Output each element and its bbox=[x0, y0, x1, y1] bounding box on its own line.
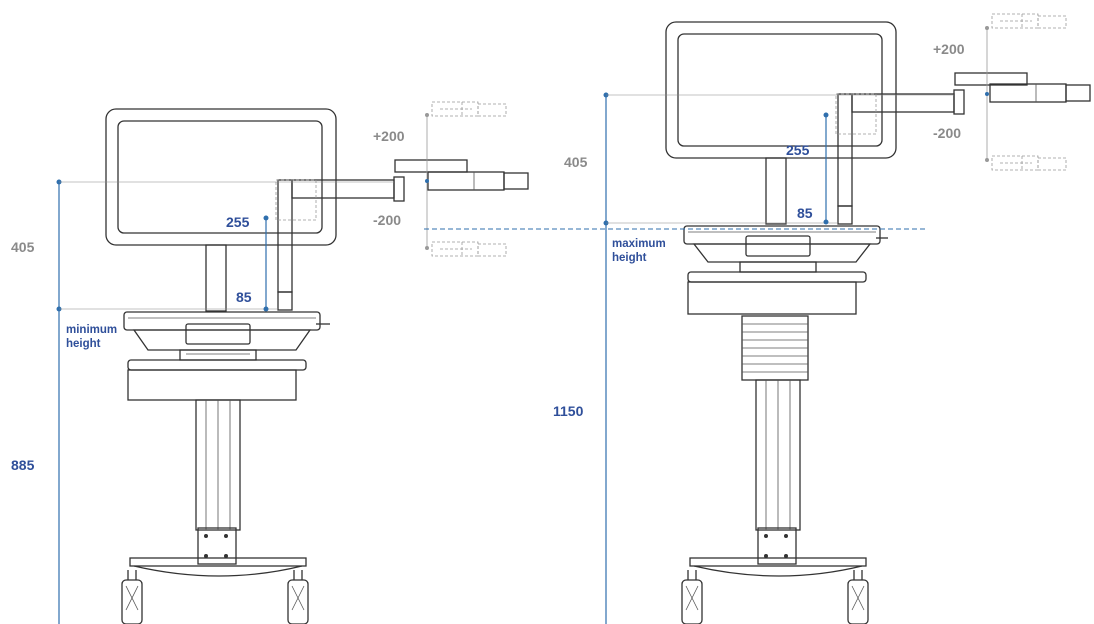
left-label-line2: height bbox=[66, 338, 101, 350]
right-offset-minus: -200 bbox=[933, 125, 961, 141]
left-label-line1: minimum bbox=[66, 324, 117, 336]
left-monitor-bezel bbox=[105, 108, 337, 246]
right-base bbox=[689, 557, 867, 567]
right-ghost-arm-lower bbox=[991, 155, 1067, 171]
left-arm-tray bbox=[394, 159, 468, 173]
left-offset-plus: +200 bbox=[373, 128, 405, 144]
left-dim-405: 405 bbox=[11, 239, 35, 255]
right-cart bbox=[603, 13, 1091, 624]
left-basket bbox=[127, 369, 297, 401]
left-arm-pole bbox=[277, 179, 293, 293]
right-dim-1150: 1150 bbox=[553, 403, 584, 419]
right-monitor-bezel bbox=[665, 21, 897, 159]
left-worktop bbox=[123, 311, 321, 331]
right-wheel-2 bbox=[847, 569, 869, 624]
right-dim-255: 255 bbox=[786, 142, 810, 158]
left-keyboard-tray bbox=[185, 323, 251, 345]
right-dim-85: 85 bbox=[797, 205, 813, 221]
right-wheel-1 bbox=[681, 569, 703, 624]
right-arm-pole bbox=[837, 93, 853, 207]
right-ghost-arm-upper bbox=[991, 13, 1067, 29]
right-label-line1: maximum bbox=[612, 238, 666, 250]
right-monitor-post bbox=[765, 157, 787, 225]
left-dim-255: 255 bbox=[226, 214, 250, 230]
right-basket bbox=[687, 281, 857, 315]
right-offset-plus: +200 bbox=[933, 41, 965, 57]
left-cart bbox=[56, 101, 529, 624]
left-dim-885: 885 bbox=[11, 457, 35, 473]
right-keyboard-tray bbox=[745, 235, 811, 257]
left-arm bbox=[291, 179, 395, 199]
left-ghost-arm-lower bbox=[431, 241, 507, 257]
right-monitor-screen bbox=[677, 33, 883, 147]
left-wheel-1 bbox=[121, 569, 143, 624]
left-offset-minus: -200 bbox=[373, 212, 401, 228]
right-arm-tray bbox=[954, 72, 1028, 86]
left-wheel-2 bbox=[287, 569, 309, 624]
right-arm bbox=[851, 93, 955, 113]
right-dim-405: 405 bbox=[564, 154, 588, 170]
left-dim-85: 85 bbox=[236, 289, 252, 305]
left-ghost-arm-upper bbox=[431, 101, 507, 117]
left-monitor-post bbox=[205, 244, 227, 312]
left-monitor-screen bbox=[117, 120, 323, 234]
right-label-line2: height bbox=[612, 252, 647, 264]
left-base bbox=[129, 557, 307, 567]
